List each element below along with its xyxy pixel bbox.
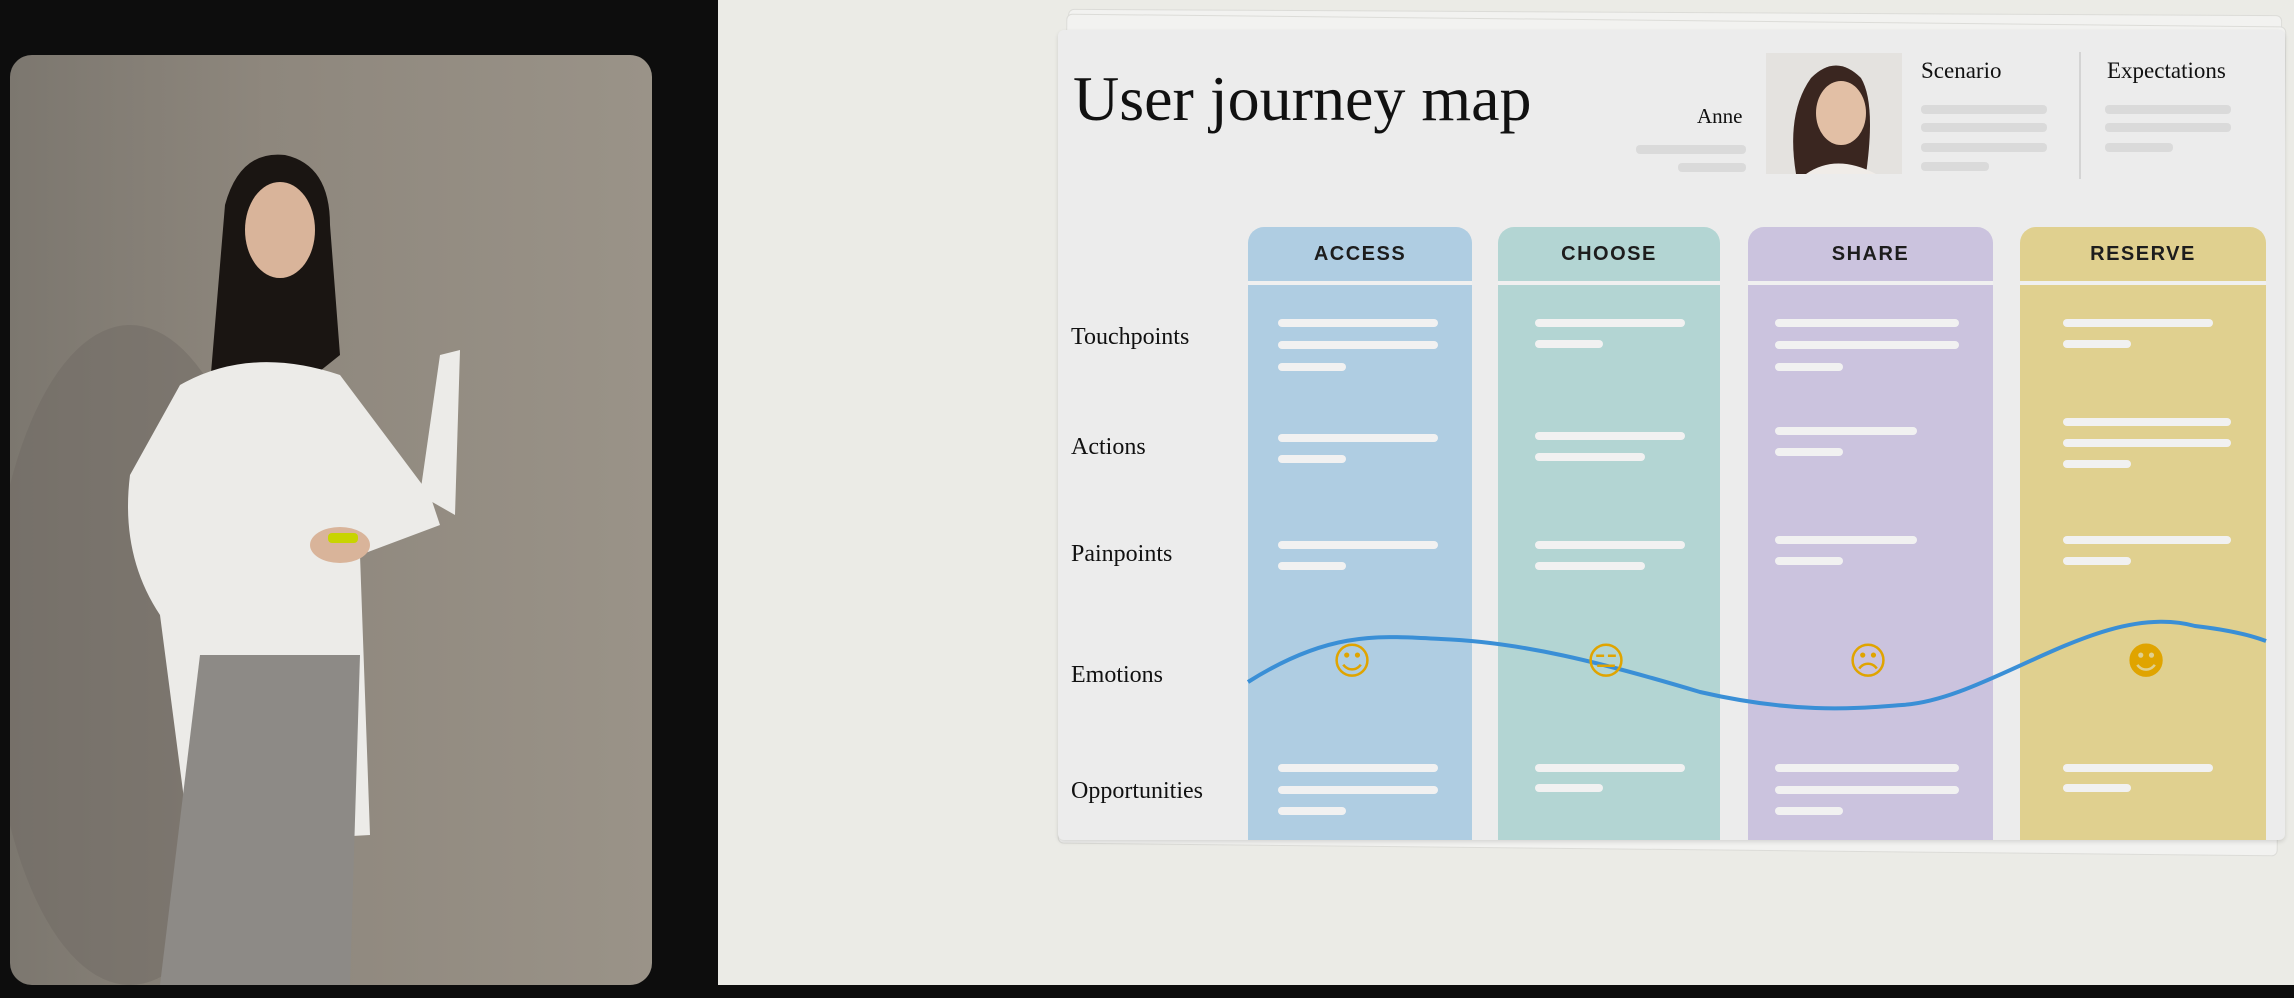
- placeholder-line: [2063, 460, 2131, 468]
- row-label-opportunities: Opportunities: [1071, 778, 1203, 804]
- placeholder-line: [2063, 418, 2231, 426]
- speaker-video: [10, 55, 652, 985]
- placeholder-line: [1535, 562, 1645, 570]
- placeholder-line: [1535, 784, 1603, 792]
- stage-column-reserve: RESERVE: [2020, 227, 2266, 840]
- placeholder-line: [1535, 340, 1603, 348]
- placeholder-line: [2063, 784, 2131, 792]
- placeholder-line: [1921, 143, 2047, 152]
- placeholder-line: [1278, 434, 1438, 442]
- scenario-label: Scenario: [1921, 58, 2002, 83]
- placeholder-line: [1921, 105, 2047, 114]
- placeholder-line: [1278, 807, 1346, 815]
- placeholder-line: [1775, 536, 1917, 544]
- placeholder-line: [1775, 807, 1843, 815]
- stage-header: ACCESS: [1248, 227, 1472, 285]
- placeholder-line: [2105, 123, 2231, 132]
- placeholder-line: [1535, 453, 1645, 461]
- placeholder-line: [1278, 319, 1438, 327]
- emotion-smiling-icon: ☺: [1332, 639, 1372, 683]
- row-label-emotions: Emotions: [1071, 662, 1164, 688]
- placeholder-line: [1535, 319, 1685, 327]
- stage-column-share: SHARE: [1748, 227, 1993, 840]
- placeholder-line: [2063, 764, 2213, 772]
- persona-name: Anne: [1697, 104, 1743, 128]
- placeholder-line: [1775, 448, 1843, 456]
- placeholder-line: [2063, 340, 2131, 348]
- placeholder-line: [2063, 319, 2213, 327]
- row-label-touchpoints: Touchpoints: [1071, 324, 1190, 350]
- placeholder-line: [1775, 764, 1959, 772]
- placeholder-line: [2105, 105, 2231, 114]
- placeholder-line: [1775, 341, 1959, 349]
- placeholder-line: [1921, 123, 2047, 132]
- placeholder-line: [1921, 162, 1989, 171]
- placeholder-line: [1278, 541, 1438, 549]
- placeholder-line: [1278, 764, 1438, 772]
- placeholder-line: [1775, 427, 1917, 435]
- speaker-figure: [10, 154, 460, 985]
- emotion-frowning-icon: ☹: [1848, 639, 1888, 683]
- placeholder-line: [1535, 764, 1685, 772]
- stage-column-access: ACCESS: [1248, 227, 1472, 840]
- stage-header: CHOOSE: [1498, 227, 1720, 285]
- stage-column-choose: CHOOSE: [1498, 227, 1720, 840]
- placeholder-line: [1678, 163, 1746, 172]
- placeholder-line: [1278, 363, 1346, 371]
- placeholder-line: [1775, 786, 1959, 794]
- placeholder-line: [2063, 536, 2231, 544]
- placeholder-line: [1636, 145, 1746, 154]
- row-label-actions: Actions: [1071, 434, 1146, 460]
- divider: [2079, 52, 2081, 179]
- placeholder-line: [1278, 341, 1438, 349]
- placeholder-line: [1775, 319, 1959, 327]
- row-label-painpoints: Painpoints: [1071, 541, 1173, 567]
- placeholder-line: [1775, 363, 1843, 371]
- stage-header: SHARE: [1748, 227, 1993, 285]
- placeholder-line: [2063, 557, 2131, 565]
- placeholder-line: [1278, 455, 1346, 463]
- placeholder-line: [2105, 143, 2173, 152]
- expectations-label: Expectations: [2107, 58, 2226, 83]
- placeholder-line: [2063, 439, 2231, 447]
- persona-photo: [1766, 53, 1902, 174]
- placeholder-line: [1278, 562, 1346, 570]
- placeholder-line: [1535, 541, 1685, 549]
- placeholder-line: [1775, 557, 1843, 565]
- placeholder-line: [1535, 432, 1685, 440]
- placeholder-line: [1278, 786, 1438, 794]
- page-title: User journey map: [1073, 63, 1532, 134]
- stage-header: RESERVE: [2020, 227, 2266, 285]
- emotion-grinning-icon: ☻: [2126, 639, 2166, 683]
- emotion-neutral-icon: 😑: [1586, 639, 1626, 683]
